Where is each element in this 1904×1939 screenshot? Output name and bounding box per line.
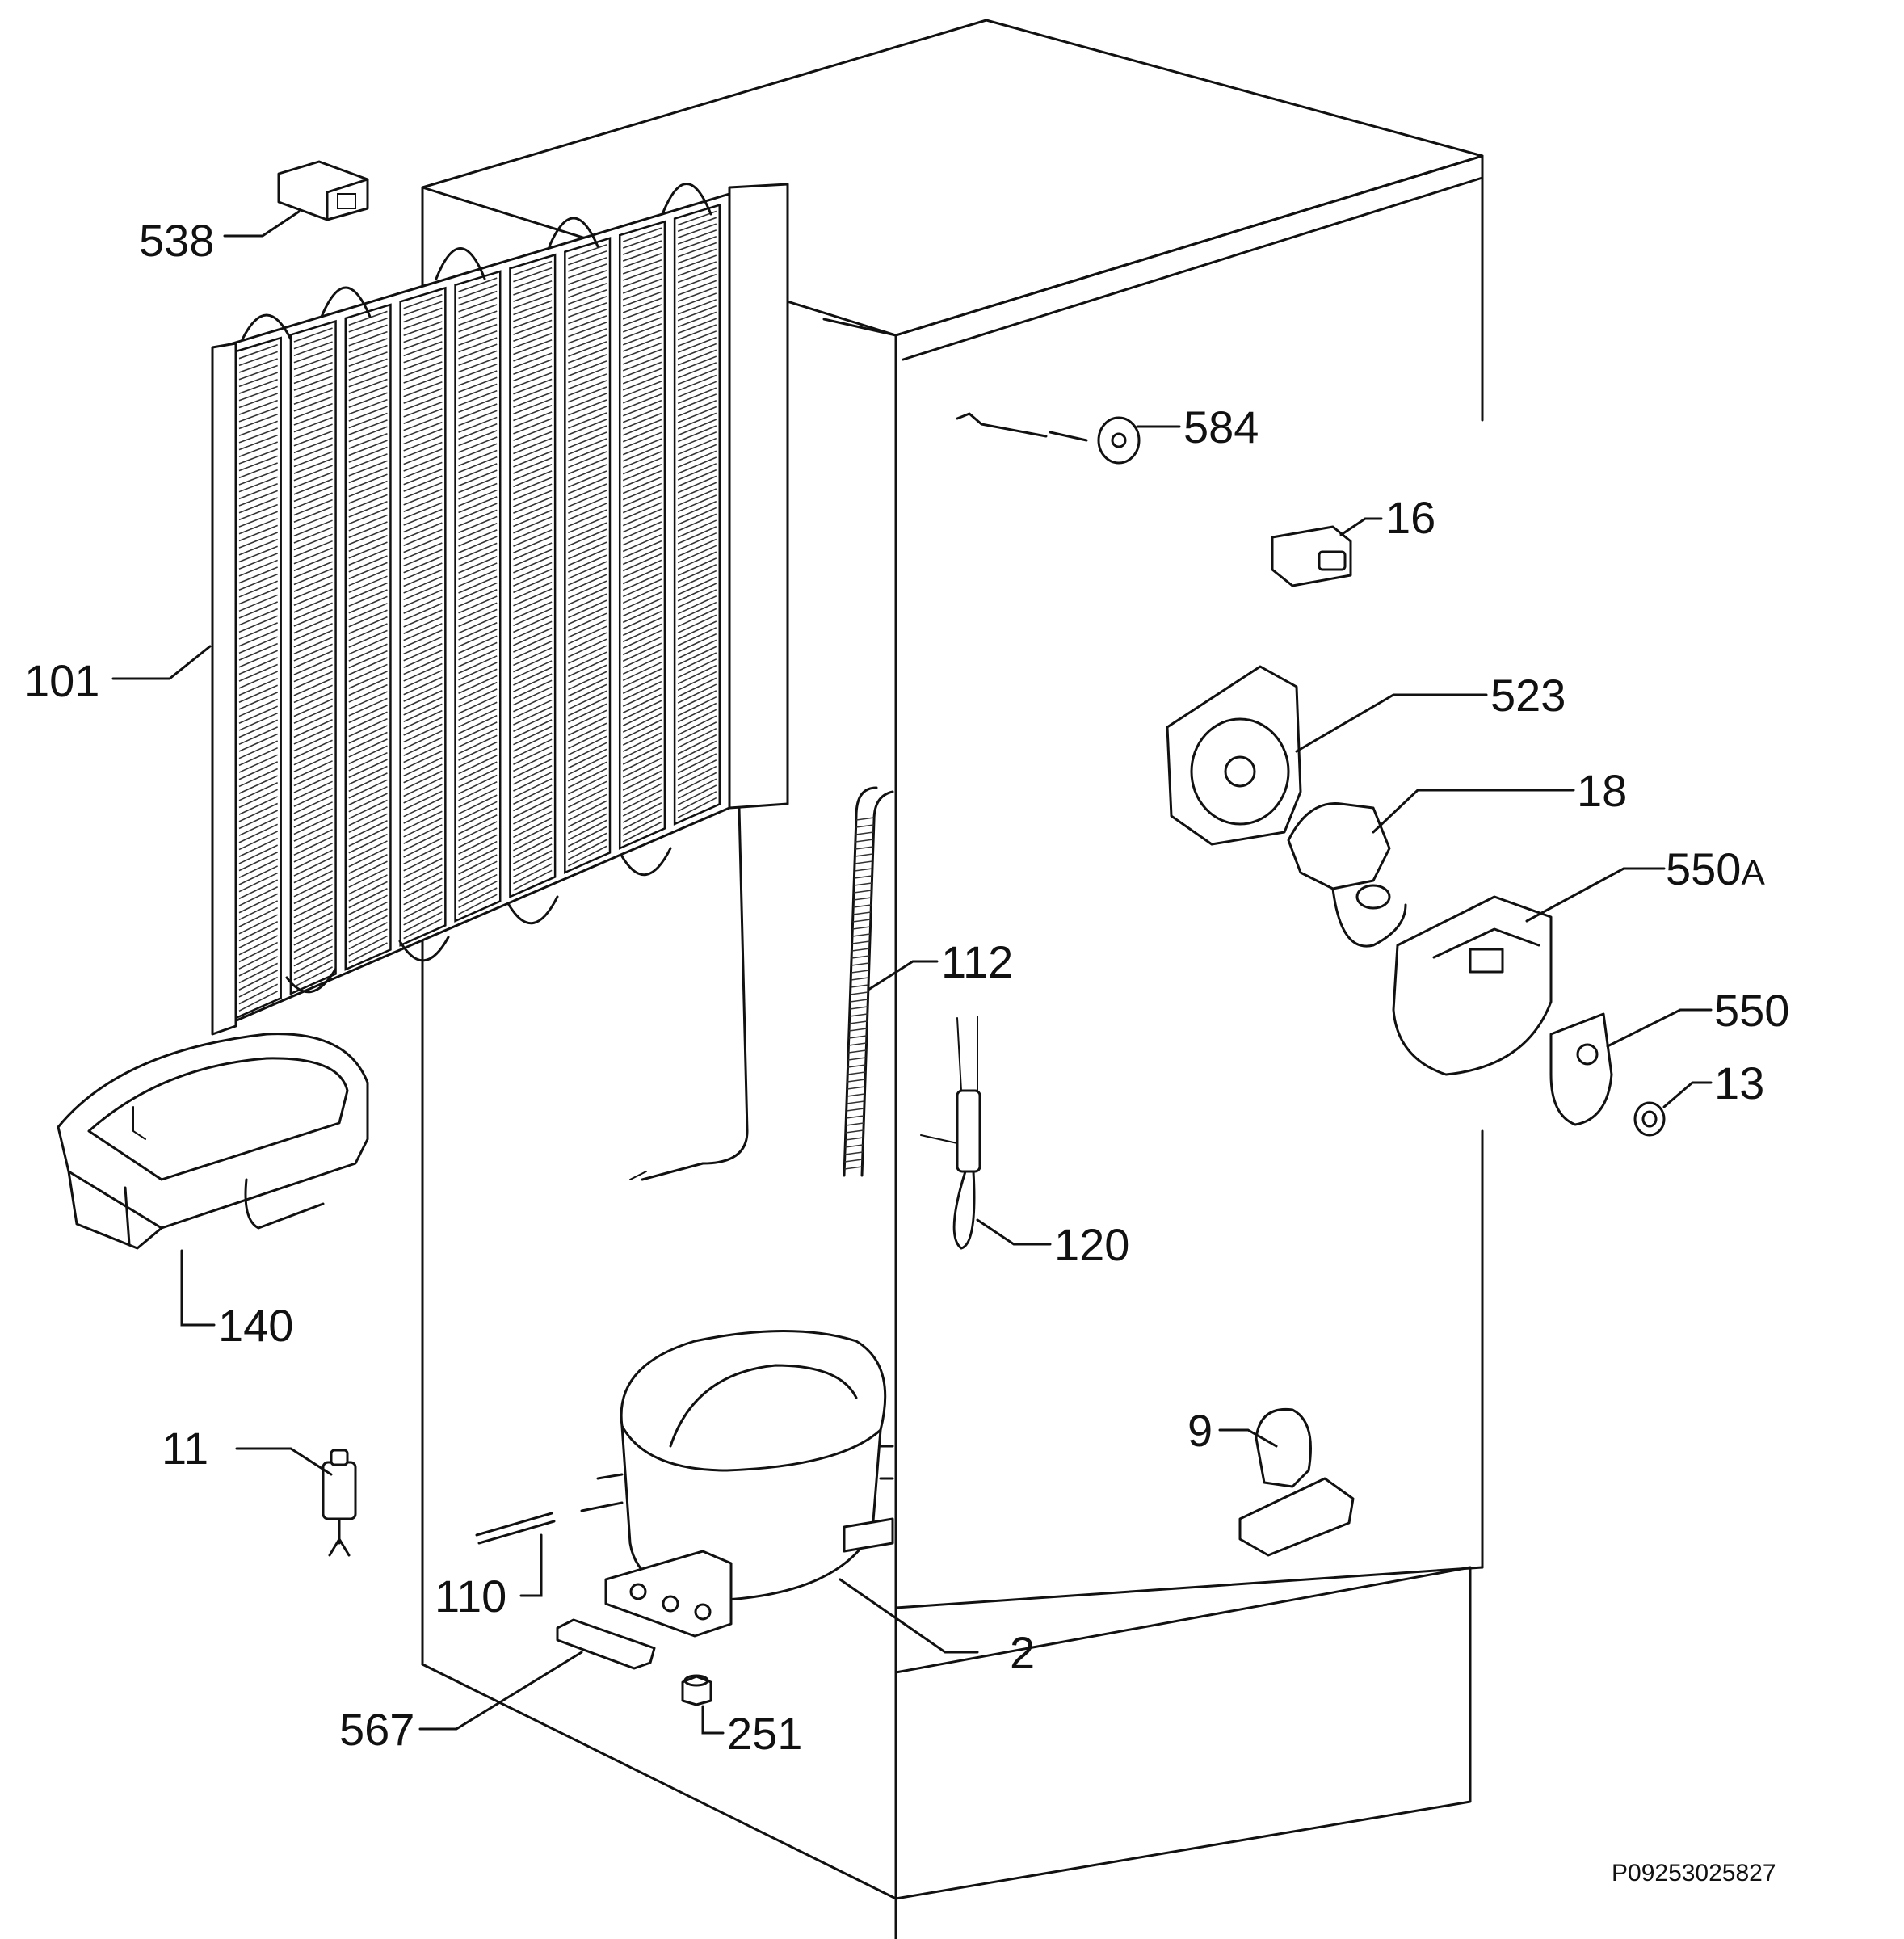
part-538 — [277, 160, 369, 221]
label-11: 11 — [162, 1423, 208, 1474]
part-523 — [1166, 665, 1302, 846]
leader-lines — [111, 210, 1713, 1735]
label-538: 538 — [139, 215, 214, 266]
sensor-120 — [920, 1016, 981, 1250]
label-120: 120 — [1054, 1219, 1129, 1270]
part-550 — [1549, 1012, 1613, 1126]
compressor-2 — [580, 1330, 894, 1638]
part-110 — [475, 1512, 556, 1545]
part-16 — [1271, 525, 1352, 587]
part-550A — [1392, 895, 1553, 1076]
part-11 — [322, 1449, 357, 1557]
condenser-101 — [211, 183, 789, 1181]
part-9 — [1238, 1407, 1355, 1557]
label-18: 18 — [1577, 765, 1627, 816]
label-523: 523 — [1490, 670, 1566, 721]
label-110: 110 — [435, 1571, 506, 1621]
label-251: 251 — [727, 1708, 802, 1759]
label-550A: 550A — [1666, 843, 1765, 894]
label-112: 112 — [941, 936, 1013, 987]
part-13 — [1633, 1101, 1666, 1137]
label-16: 16 — [1385, 492, 1435, 543]
part-584 — [956, 412, 1141, 465]
drawing-code: P09253025827 — [1612, 1860, 1776, 1886]
drain-hose-112 — [843, 786, 894, 1177]
label-140: 140 — [218, 1300, 293, 1351]
label-9: 9 — [1187, 1405, 1213, 1456]
part-18 — [1287, 802, 1407, 948]
part-labels: 538 584 16 101 523 18 550A 112 550 13 12… — [24, 215, 1789, 1759]
label-584: 584 — [1183, 402, 1259, 452]
drip-tray-140 — [57, 1033, 369, 1250]
part-567 — [556, 1618, 656, 1670]
label-13: 13 — [1714, 1058, 1764, 1108]
condenser-fins — [234, 204, 721, 1020]
label-2: 2 — [1010, 1627, 1035, 1678]
part-251 — [681, 1674, 712, 1706]
label-567: 567 — [339, 1704, 414, 1755]
label-550: 550 — [1714, 985, 1789, 1036]
label-101: 101 — [24, 655, 99, 706]
